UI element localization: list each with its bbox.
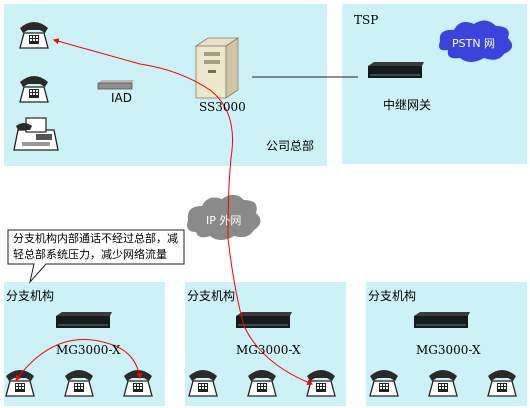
tsp-label: TSP [354,13,379,27]
callout-line-1: 分支机构内部通话不经过总部，减 [13,232,178,245]
server-icon [194,37,240,99]
phone-icon [64,369,94,397]
gateway-icon [56,312,112,328]
phone-icon [19,75,49,103]
gateway-icon [368,62,424,78]
call-path-to-headquarters [52,38,314,386]
branch-gateway-label: MG3000-X [236,343,301,357]
phone-icon [247,369,277,397]
phone-icon [19,21,49,49]
ip-cloud-label: IP 外网 [206,214,242,227]
branch-gateway-label: MG3000-X [416,343,481,357]
branch-label: 分支机构 [6,289,55,303]
phone-icon [428,369,458,397]
branch-label: 分支机构 [187,289,236,303]
phone-icon [5,369,35,397]
call-path-intra-branch [15,339,143,381]
headquarters-label: 公司总部 [266,139,315,153]
iad-icon [97,80,134,90]
trunk-gateway-label: 中继网关 [383,98,432,112]
gateway-icon [414,312,470,328]
phone-icon [487,369,517,397]
phone-icon [369,369,399,397]
pstn-cloud-icon [439,20,513,63]
fax-icon [13,117,59,151]
callout-line-2: 轻总部系统压力，减少网络流量 [13,248,167,261]
iad-label: IAD [111,91,132,105]
softswitch-label: SS3000 [199,100,246,114]
pstn-cloud-label: PSTN 网 [452,37,496,50]
phone-icon [306,369,336,397]
phone-icon [123,369,153,397]
phone-icon [188,369,218,397]
branch-label: 分支机构 [368,289,417,303]
branch-gateway-label: MG3000-X [56,343,121,357]
